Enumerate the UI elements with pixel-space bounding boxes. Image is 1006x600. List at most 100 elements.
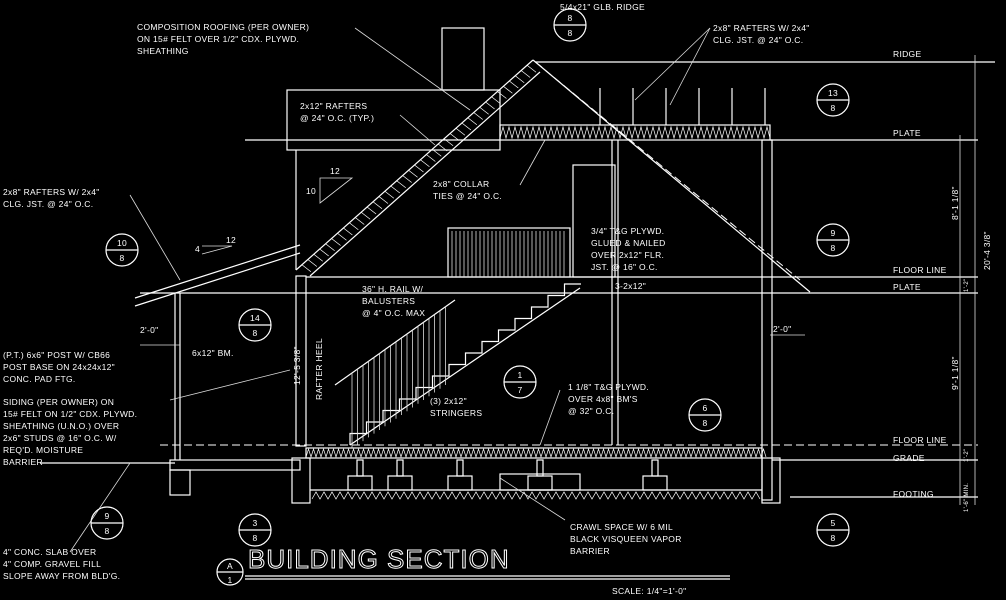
porch-pitch-symbol: 12 4 [195, 235, 236, 255]
svg-text:TIES @ 24" O.C.: TIES @ 24" O.C. [433, 191, 502, 201]
svg-text:SHEATHING (U.N.O.) OVER: SHEATHING (U.N.O.) OVER [3, 421, 119, 431]
callout-sheet-number: 8 [252, 533, 257, 543]
svg-text:SIDING (PER OWNER) ON: SIDING (PER OWNER) ON [3, 397, 114, 407]
detail-callout[interactable]: 17 [503, 365, 537, 399]
detail-callout[interactable]: 148 [238, 308, 272, 342]
callout-detail-number: 5 [830, 518, 835, 528]
detail-callout[interactable]: 98 [90, 506, 124, 540]
note-roofing: COMPOSITION ROOFING (PER OWNER) ON 15# F… [137, 22, 309, 56]
svg-text:@ 24" O.C. (TYP.): @ 24" O.C. (TYP.) [300, 113, 374, 123]
callout-sheet-number: 8 [702, 418, 707, 428]
svg-text:ON 15# FELT OVER 1/2" CDX. PLY: ON 15# FELT OVER 1/2" CDX. PLYWD. [137, 34, 299, 44]
note-rail: 36" H. RAIL W/ BALUSTERS @ 4" O.C. MAX [362, 284, 425, 318]
callout-detail-number: 10 [117, 238, 127, 248]
dim-footing: 1'-6" MIN. [964, 483, 970, 512]
note-collar-ties: 2x8" COLLAR TIES @ 24" O.C. [433, 179, 502, 201]
callout-sheet-number: 8 [119, 253, 124, 263]
svg-text:GLUED & NAILED: GLUED & NAILED [591, 238, 666, 248]
callout-sheet-number: 8 [104, 526, 109, 536]
svg-text:CLG. JST. @ 24" O.C.: CLG. JST. @ 24" O.C. [713, 35, 803, 45]
drawing-scale: SCALE: 1/4"=1'-0" [612, 586, 686, 596]
svg-text:(3) 2x12": (3) 2x12" [430, 396, 467, 406]
detail-callout[interactable]: 58 [816, 513, 850, 547]
detail-callout[interactable]: 68 [688, 398, 722, 432]
note-rafters-main: 2x12" RAFTERS @ 24" O.C. (TYP.) [300, 101, 374, 123]
svg-text:BLACK VISQUEEN VAPOR: BLACK VISQUEEN VAPOR [570, 534, 682, 544]
svg-text:STRINGERS: STRINGERS [430, 408, 482, 418]
svg-text:2x6" STUDS @ 16" O.C. W/: 2x6" STUDS @ 16" O.C. W/ [3, 433, 117, 443]
note-porch-rafters: 2x8" RAFTERS W/ 2x4" CLG. JST. @ 24" O.C… [3, 187, 99, 209]
detail-callout[interactable]: 38 [238, 513, 272, 547]
level-plate-lower: PLATE [893, 282, 921, 292]
note-siding: SIDING (PER OWNER) ON 15# FELT ON 1/2" C… [3, 397, 137, 467]
note-slab: 4" CONC. SLAB OVER 4" COMP. GRAVEL FILL … [3, 547, 120, 581]
dim-upper-story: 8'-1 1/8" [950, 186, 960, 220]
svg-text:15# FELT ON 1/2" CDX. PLYWD.: 15# FELT ON 1/2" CDX. PLYWD. [3, 409, 137, 419]
callout-detail-number: 6 [702, 403, 707, 413]
roof-right-slope [532, 59, 811, 293]
callout-sheet-number: 8 [830, 243, 835, 253]
note-subfloor: 1 1/8" T&G PLYWD. OVER 4x8" BM'S @ 32" O… [568, 382, 649, 416]
note-post: (P.T.) 6x6" POST W/ CB66 POST BASE ON 24… [3, 350, 115, 384]
pier-post [356, 459, 364, 477]
roof-pitch-symbol: 12 10 [306, 166, 354, 204]
dormer-wall [286, 89, 501, 151]
svg-text:2x8" COLLAR: 2x8" COLLAR [433, 179, 489, 189]
svg-text:12: 12 [226, 235, 236, 245]
callout-sheet-number: 8 [830, 103, 835, 113]
dim-floor-depth: 1'-2" [964, 279, 970, 292]
svg-text:@ 32" O.C.: @ 32" O.C. [568, 406, 614, 416]
svg-text:CONC. PAD FTG.: CONC. PAD FTG. [3, 374, 76, 384]
svg-text:OVER 2x12" FLR.: OVER 2x12" FLR. [591, 250, 664, 260]
note-header: 3-2x12" [615, 281, 646, 291]
level-floor-line-lower: FLOOR LINE [893, 435, 947, 445]
svg-text:@ 4" O.C. MAX: @ 4" O.C. MAX [362, 308, 425, 318]
svg-text:2x12" RAFTERS: 2x12" RAFTERS [300, 101, 367, 111]
left-wall [295, 275, 307, 447]
svg-text:REQ'D. MOISTURE: REQ'D. MOISTURE [3, 445, 83, 455]
svg-text:1: 1 [227, 575, 232, 585]
detail-callout[interactable]: 13 8 [816, 83, 850, 117]
level-plate-upper: PLATE [893, 128, 921, 138]
pier-post [536, 459, 544, 477]
pier-post [651, 459, 659, 477]
callout-sheet-number: 7 [517, 385, 522, 395]
callout-sheet-number: 8 [567, 28, 572, 38]
svg-text:CRAWL SPACE W/ 6 MIL: CRAWL SPACE W/ 6 MIL [570, 522, 673, 532]
chimney [441, 27, 485, 91]
dim-left-overhang: 2'-0" [140, 325, 158, 335]
dim-grade: 1'-2" [964, 449, 970, 462]
callout-detail-number: 13 [828, 88, 838, 98]
svg-text:BARRIER: BARRIER [570, 546, 610, 556]
rafter-heel-label: RAFTER HEEL [314, 338, 324, 400]
callout-detail-number: 1 [517, 370, 522, 380]
level-floor-line-upper: FLOOR LINE [893, 265, 947, 275]
detail-callout[interactable]: 98 [816, 223, 850, 257]
dim-heel-height: 12'-5 3/8" [292, 346, 302, 385]
svg-text:CLG. JST. @ 24" O.C.: CLG. JST. @ 24" O.C. [3, 199, 93, 209]
leader-lines [69, 27, 711, 553]
pier-footing [642, 475, 668, 491]
drawing-title: BUILDING SECTION [248, 544, 510, 574]
note-ridge-beam: 5/4x21" GLB. RIDGE [560, 2, 645, 12]
svg-text:4" CONC. SLAB OVER: 4" CONC. SLAB OVER [3, 547, 96, 557]
porch-slab [169, 459, 301, 471]
callout-sheet-number: 8 [252, 328, 257, 338]
callout-detail-number: 3 [252, 518, 257, 528]
dim-right-overhang: 2'-0" [773, 324, 791, 334]
svg-text:OVER 4x8" BM'S: OVER 4x8" BM'S [568, 394, 638, 404]
note-floor-sheathing: 3/4" T&G PLYWD. GLUED & NAILED OVER 2x12… [591, 226, 666, 272]
staircase [334, 227, 581, 449]
upper-railing [447, 227, 571, 278]
svg-text:JST. @ 16" O.C.: JST. @ 16" O.C. [591, 262, 658, 272]
roof-left-slope [295, 59, 543, 277]
detail-callout[interactable]: 10 8 [105, 233, 139, 267]
detail-callout[interactable]: 88 [553, 8, 587, 42]
note-crawl-space: CRAWL SPACE W/ 6 MIL BLACK VISQUEEN VAPO… [570, 522, 682, 556]
note-beam: 6x12" BM. [192, 348, 234, 358]
pier-post [396, 459, 404, 477]
svg-text:10: 10 [306, 186, 316, 196]
note-rafters-right: 2x8" RAFTERS W/ 2x4" CLG. JST. @ 24" O.C… [713, 23, 809, 45]
svg-text:3/4" T&G PLYWD.: 3/4" T&G PLYWD. [591, 226, 664, 236]
